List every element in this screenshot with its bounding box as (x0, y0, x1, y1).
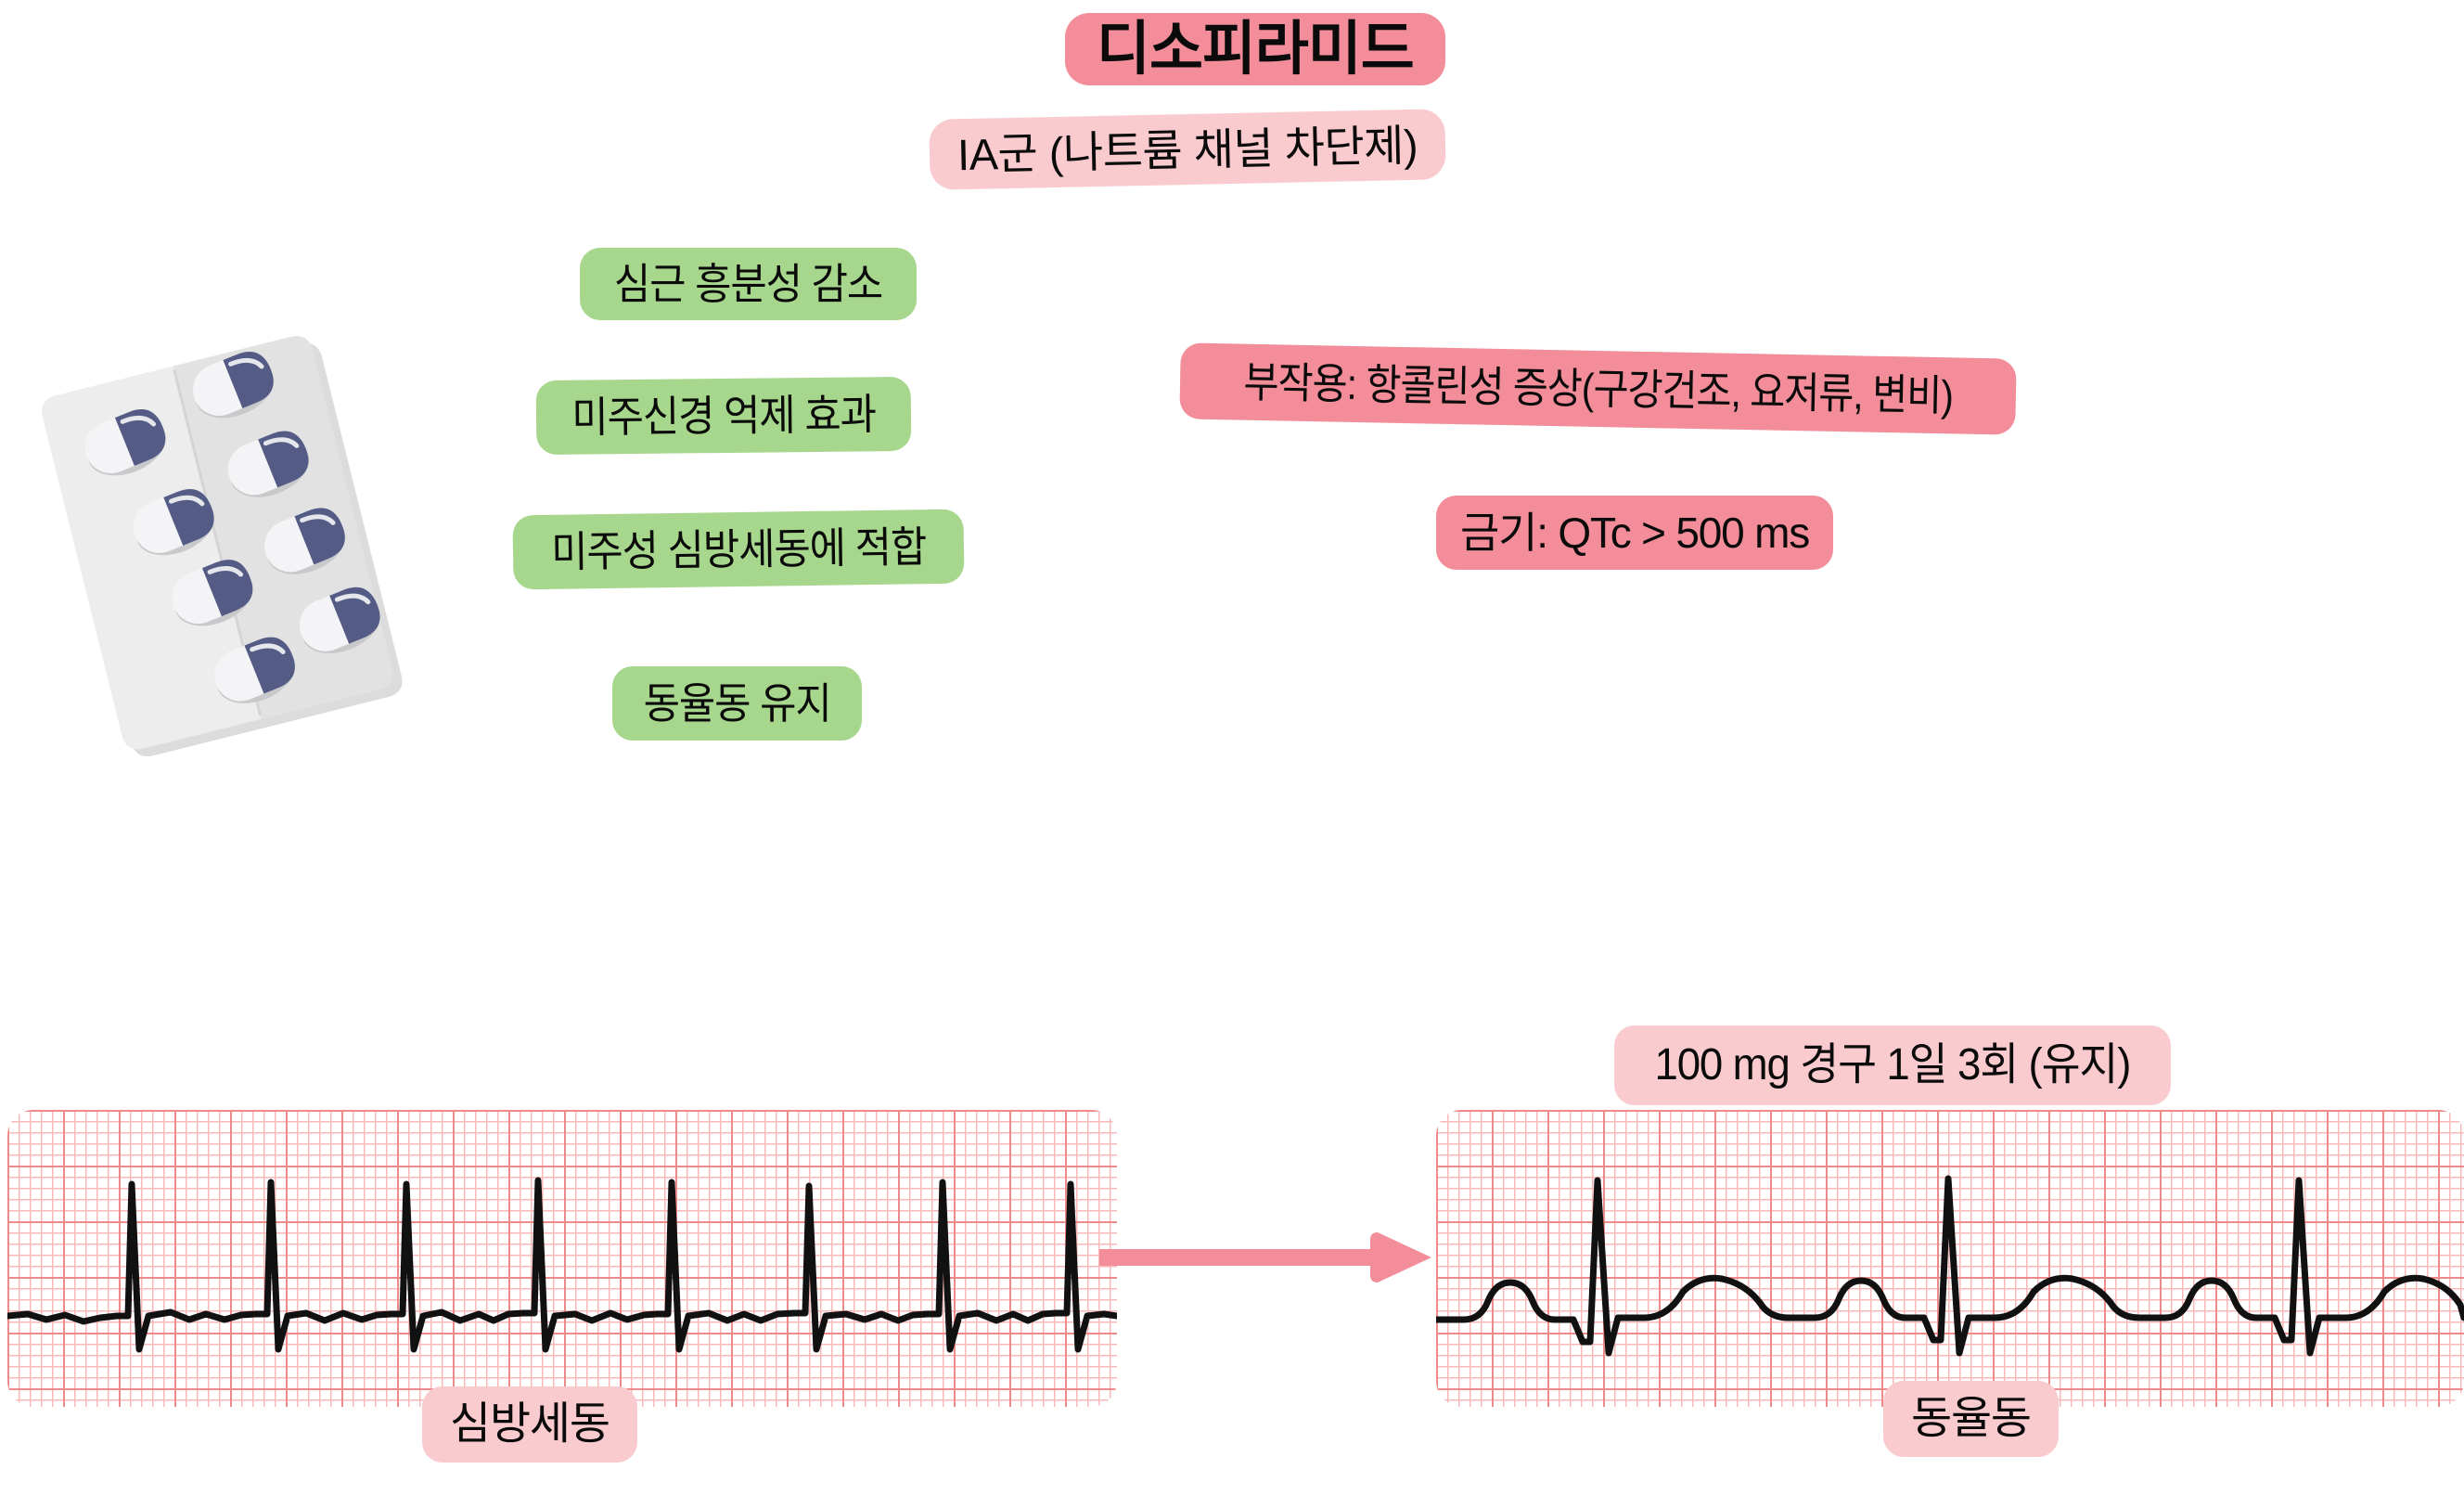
effect-tag-2: 미주신경 억제 효과 (535, 376, 912, 456)
effect-tag-1-label: 심근 흥분성 감소 (613, 260, 883, 308)
dosing-tag: 100 mg 경구 1일 3회 (유지) (1614, 1025, 2171, 1105)
rhythm-label-before: 심방세동 (422, 1386, 637, 1463)
rhythm-label-after-text: 동율동 (1911, 1394, 2032, 1443)
effect-tag-1: 심근 흥분성 감소 (580, 248, 918, 320)
drug-class-subtitle: IA군 (나트륨 채널 차단제) (929, 109, 1446, 190)
adverse-effects-text: 부작용: 항콜린성 증상(구강건조, 요저류, 변비) (1243, 357, 1954, 420)
adverse-effects-tag: 부작용: 항콜린성 증상(구강건조, 요저류, 변비) (1179, 342, 2018, 435)
page-title: 디소피라미드 (1065, 13, 1445, 85)
contraindication-text: 금기: QTc > 500 ms (1460, 509, 1810, 557)
pill-blister-pack-illustration (9, 311, 436, 756)
effect-tag-4-label: 동율동 유지 (643, 679, 832, 728)
page-title-text: 디소피라미드 (1097, 16, 1415, 82)
rhythm-label-after: 동율동 (1883, 1381, 2059, 1457)
ecg-strip-atrial-fibrillation (7, 1110, 1117, 1407)
effect-tag-3-label: 미주성 심방세동에 적합 (550, 522, 927, 576)
ecg-strip-sinus-rhythm (1436, 1110, 2464, 1407)
effect-tag-4: 동율동 유지 (612, 666, 863, 741)
effect-tag-3: 미주성 심방세동에 적합 (512, 509, 965, 590)
drug-class-text: IA군 (나트륨 채널 차단제) (956, 120, 1418, 179)
contraindication-tag: 금기: QTc > 500 ms (1436, 496, 1834, 570)
right-arrow-icon (1099, 1225, 1443, 1290)
dosing-text: 100 mg 경구 1일 3회 (유지) (1654, 1040, 2131, 1089)
effect-tag-2-label: 미주신경 억제 효과 (571, 390, 877, 442)
rhythm-label-before-text: 심방세동 (450, 1399, 610, 1449)
